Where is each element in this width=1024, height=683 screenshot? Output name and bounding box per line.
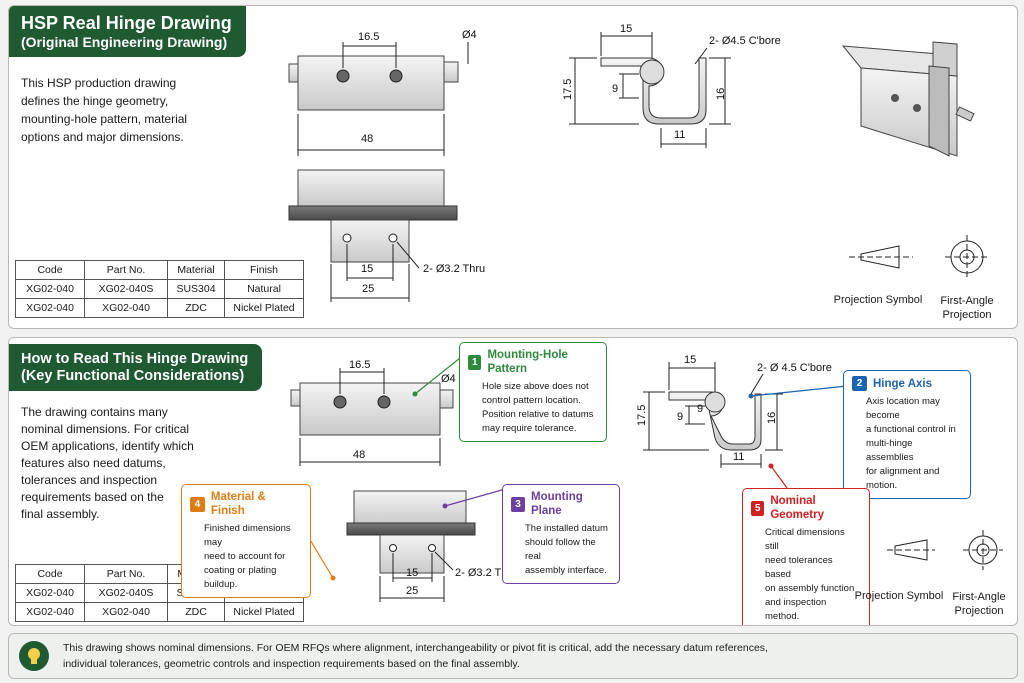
top-intro: This HSP production drawing defines the … xyxy=(21,76,188,144)
side-profile: 15 2- Ø4.5 C'bore 17.5 9 16 11 xyxy=(562,23,781,148)
svg-text:11: 11 xyxy=(733,451,744,463)
svg-text:17.5: 17.5 xyxy=(562,79,574,100)
svg-text:16: 16 xyxy=(766,412,778,424)
svg-text:15: 15 xyxy=(361,263,373,275)
svg-text:15: 15 xyxy=(620,23,632,35)
svg-text:2- Ø3.2 Thru: 2- Ø3.2 Thru xyxy=(455,567,517,579)
svg-text:16: 16 xyxy=(715,88,727,100)
svg-text:16.5: 16.5 xyxy=(349,359,370,371)
bottom-title-badge: How to Read This Hinge Drawing (Key Func… xyxy=(9,344,263,392)
svg-text:48: 48 xyxy=(353,449,365,461)
front-view: 16.5 Ø4 48 xyxy=(288,29,477,156)
svg-text:2- Ø 4.5 C'bore: 2- Ø 4.5 C'bore xyxy=(757,362,832,374)
how-to-read-panel: How to Read This Hinge Drawing (Key Func… xyxy=(8,337,1018,626)
svg-text:48: 48 xyxy=(361,133,373,145)
top-drawings: 16.5 Ø4 48 15 25 2- Ø3.2 Thru xyxy=(288,23,989,302)
footer-note: This drawing shows nominal dimensions. F… xyxy=(8,633,1018,679)
svg-text:25: 25 xyxy=(406,585,418,597)
original-drawing-panel: HSP Real Hinge Drawing (Original Enginee… xyxy=(8,5,1018,329)
svg-text:9: 9 xyxy=(612,83,618,95)
isometric-view xyxy=(841,41,975,157)
callout-leaders xyxy=(308,353,848,581)
bottom-subtitle: (Key Functional Considerations) xyxy=(21,367,245,384)
bottom-drawings: 16.5 Ø4 48 15 25 2- Ø3.2 Thru xyxy=(290,353,1003,602)
svg-text:11: 11 xyxy=(674,129,685,141)
top-subtitle: (Original Engineering Drawing) xyxy=(21,33,228,50)
svg-text:9: 9 xyxy=(677,411,683,423)
projection-symbol xyxy=(849,235,989,279)
top-title-badge: HSP Real Hinge Drawing (Original Enginee… xyxy=(9,6,246,57)
lightbulb-icon xyxy=(19,641,49,671)
bottom-view: 15 25 2- Ø3.2 Thru xyxy=(288,169,485,302)
svg-text:17.5: 17.5 xyxy=(636,405,648,426)
svg-text:25: 25 xyxy=(362,283,374,295)
bottom-projection-symbol-label: Projection Symbol xyxy=(854,590,944,602)
projection-symbol-2 xyxy=(887,530,1003,570)
bottom-view-2: 15 25 2- Ø3.2 Thru xyxy=(346,490,517,602)
top-projection-symbol-label: Projection Symbol xyxy=(833,294,923,306)
side-profile-2: 15 2- Ø 4.5 C'bore 17.5 9 9 16 11 xyxy=(636,354,832,468)
top-title: HSP Real Hinge Drawing xyxy=(21,13,232,33)
footer-text: This drawing shows nominal dimensions. F… xyxy=(63,642,768,670)
svg-text:2- Ø3.2 Thru: 2- Ø3.2 Thru xyxy=(423,263,485,275)
svg-text:9: 9 xyxy=(697,403,703,415)
bottom-title: How to Read This Hinge Drawing xyxy=(21,351,249,367)
svg-text:16.5: 16.5 xyxy=(358,31,379,43)
svg-text:15: 15 xyxy=(684,354,696,366)
front-view-2: 16.5 Ø4 48 xyxy=(290,359,456,466)
svg-text:2- Ø4.5 C'bore: 2- Ø4.5 C'bore xyxy=(709,35,781,47)
svg-text:Ø4: Ø4 xyxy=(441,373,456,385)
svg-text:15: 15 xyxy=(406,567,418,579)
svg-text:Ø4: Ø4 xyxy=(462,29,477,41)
